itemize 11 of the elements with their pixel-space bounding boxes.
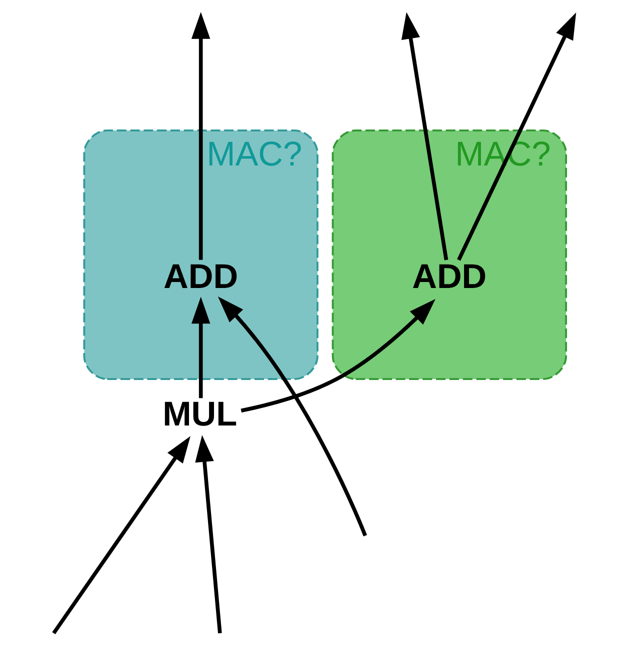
arrow — [52, 436, 190, 634]
arrow — [190, 296, 210, 398]
node-text: ADD — [163, 258, 238, 296]
arrow — [240, 299, 435, 412]
arrow — [456, 12, 576, 261]
arrow — [400, 12, 448, 260]
node-text: ADD — [412, 258, 486, 296]
node-text: MUL — [162, 396, 237, 434]
arrow — [190, 12, 210, 260]
arrow — [217, 296, 367, 536]
arrow — [194, 435, 222, 634]
